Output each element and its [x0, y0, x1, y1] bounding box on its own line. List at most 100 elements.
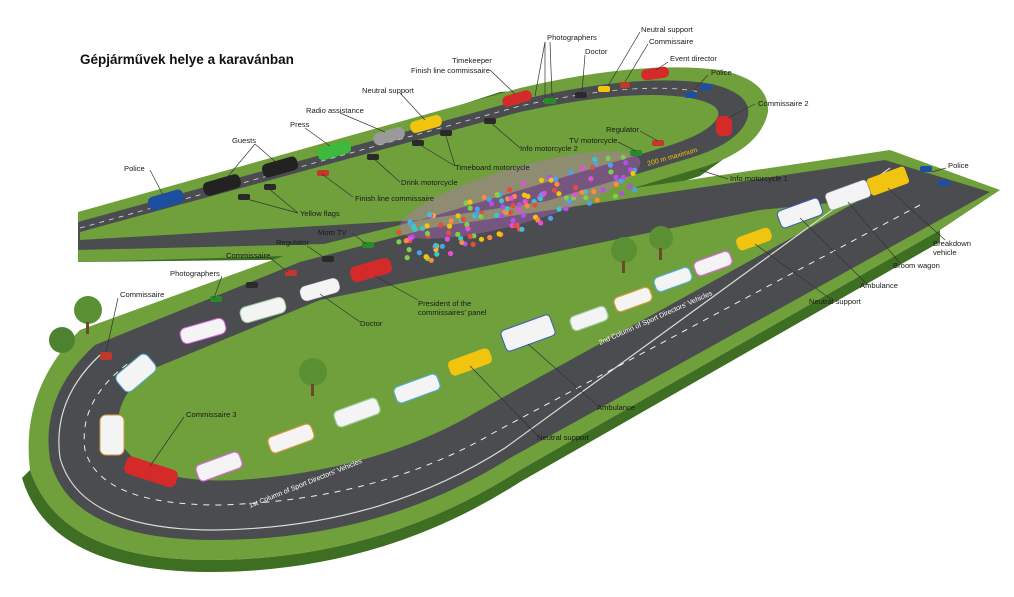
team-car [267, 423, 315, 454]
rider-icon [478, 236, 485, 242]
rider-icon [512, 223, 518, 229]
team-car [653, 266, 693, 293]
vehicle-commissaire-3-car [124, 456, 178, 488]
lower-slab-side [22, 230, 940, 572]
label-guests: Guests [232, 136, 256, 145]
rider-icon [508, 210, 514, 216]
label-doctor-top: Doctor [585, 47, 608, 56]
vehicle-commissaire-2-car [716, 116, 732, 136]
rider-icon [608, 169, 614, 175]
rider-icon [478, 213, 484, 220]
rider-icon [458, 235, 464, 242]
rider-icon [467, 205, 473, 211]
team-car [693, 250, 733, 277]
tree-icon [649, 226, 673, 260]
rider-icon [426, 211, 433, 218]
label-commissaire-2: Commissaire 2 [758, 99, 809, 108]
rider-icon [586, 200, 593, 206]
tree-icon [49, 296, 102, 353]
label-drink-motorcycle: Drink motorcycle [401, 178, 458, 187]
motorcycle-icons [100, 82, 712, 360]
rider-icon [605, 155, 611, 161]
label-commissaire-left: Commissaire [120, 290, 164, 299]
rider-icon [455, 231, 461, 237]
rider-icon [470, 241, 476, 247]
label-commissaire-top: Commissaire [649, 37, 693, 46]
rider-icon [404, 255, 410, 261]
label-timekeeper: Timekeeper [452, 56, 492, 65]
label-police-top: Police [711, 68, 732, 77]
label-info-motorcycle-2: Info motorcycle 2 [520, 144, 578, 153]
vehicle-guest-car [202, 174, 242, 196]
vehicle-team-car [99, 414, 125, 456]
rider-icon [489, 201, 495, 207]
label-neutral-support-bottom: Neutral support [537, 433, 590, 442]
rider-icon [620, 154, 626, 160]
label-group: Police Guests Press Radio assistance Neu… [120, 25, 971, 442]
label-police-left: Police [124, 164, 145, 173]
rider-icon [613, 181, 619, 188]
rider-icon [607, 162, 614, 168]
label-commissaire-3: Commissaire 3 [186, 410, 237, 419]
rider-icon [467, 199, 473, 205]
label-regulator-left: Regulator [276, 238, 309, 247]
tree-icon [611, 237, 637, 273]
label-neutral-support-right: Neutral support [809, 297, 862, 306]
rider-icon [563, 206, 569, 212]
rider-icon [424, 223, 430, 229]
rider-icon [446, 223, 453, 229]
rider-icon [465, 226, 471, 232]
label-event-director: Event director [670, 54, 717, 63]
lower-island [118, 200, 860, 481]
rider-icon [532, 202, 538, 208]
rider-icon [521, 192, 528, 198]
label-commissaire-mid: Commissaire [226, 251, 270, 260]
rider-icon [448, 218, 454, 224]
rider-icon [487, 234, 493, 241]
rider-icon [590, 164, 596, 170]
rider-icon [499, 198, 505, 204]
rider-icon [521, 180, 527, 187]
rider-icon [416, 250, 422, 256]
rider-icon [439, 243, 445, 249]
rider-icon [446, 230, 452, 236]
rider-icon [460, 216, 466, 223]
vehicle-doctor-car [299, 277, 340, 302]
rider-icon [510, 217, 516, 224]
team-cars-column-2 [569, 250, 733, 332]
label-president-line2: commissaires' panel [418, 308, 487, 317]
rider-icon [520, 212, 527, 218]
rider-icon [411, 223, 417, 230]
rider-icon [573, 185, 579, 191]
team-cars-column-1 [195, 373, 441, 482]
team-car [393, 373, 441, 404]
rider-icon [592, 156, 598, 162]
vehicle-event-director-car [641, 66, 670, 81]
label-finish-line-commissaire: Finish line commissaire [355, 194, 434, 203]
rider-icon [568, 169, 574, 175]
label-neutral-support-top: Neutral support [362, 86, 415, 95]
rider-icon [510, 202, 516, 208]
tree-icon [299, 358, 327, 396]
vehicle-neutral-car-bottom [447, 348, 493, 376]
label-police-right: Police [948, 161, 969, 170]
label-regulator-right: Regulator [606, 125, 639, 134]
rider-icon [474, 206, 480, 212]
leader-lines [105, 31, 947, 467]
label-breakdown-line2: vehicle [933, 248, 957, 257]
vehicle-timekeeper-car [502, 90, 532, 107]
rider-icon [632, 187, 638, 193]
rider-icon [519, 226, 525, 232]
vehicle-ambulance-mid [500, 314, 556, 352]
rider-icon [474, 211, 480, 217]
label-broom-wagon: Broom wagon [893, 261, 940, 270]
team-car [195, 451, 243, 482]
rider-icon [434, 251, 440, 257]
label-radio-assistance: Radio assistance [306, 106, 364, 115]
rider-icon [537, 196, 544, 202]
rider-icon [566, 198, 573, 204]
vehicle-police-car-left [147, 189, 185, 211]
rider-icon [516, 207, 522, 213]
rider-icon [455, 213, 461, 219]
rider-icon [448, 250, 454, 257]
